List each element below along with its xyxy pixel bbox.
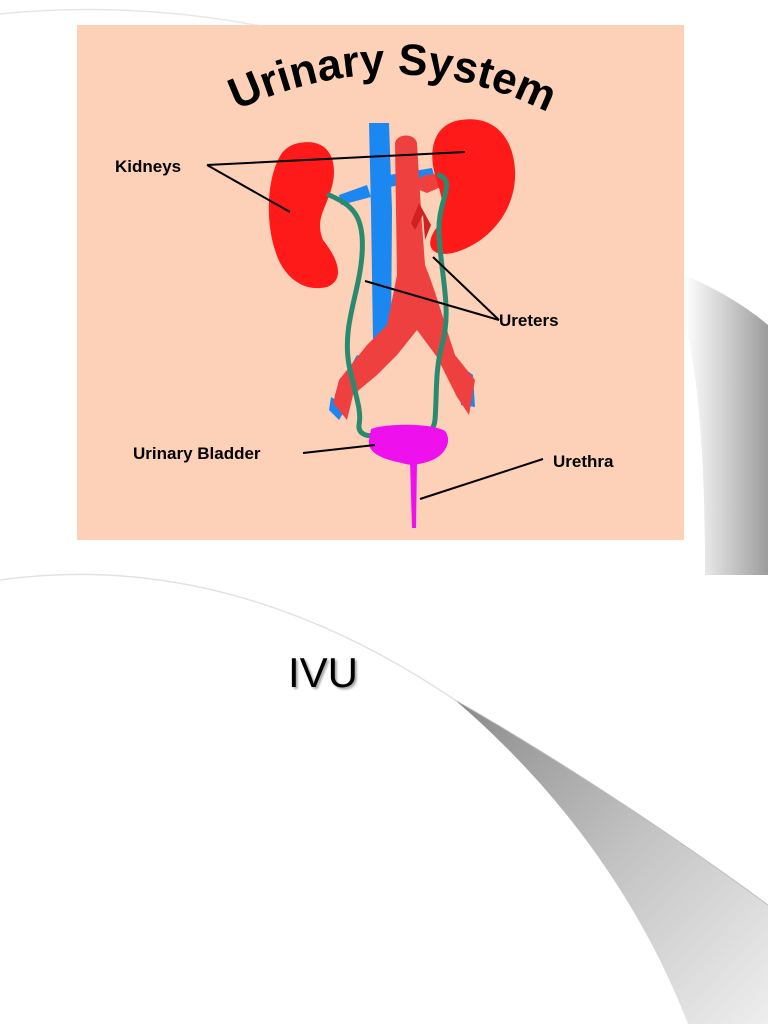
urethra [410, 461, 417, 528]
ureters-leader-left [364, 280, 500, 321]
urethra-label: Urethra [553, 452, 614, 471]
top-arc-line [0, 8, 281, 31]
kidneys-leader-left [206, 164, 291, 213]
urinary-system-diagram: Urinary System [77, 25, 684, 540]
kidneys-label: Kidneys [115, 157, 181, 176]
urinary-bladder [368, 424, 449, 465]
kidneys-leader-right [206, 151, 466, 166]
bottom-right-swoosh [455, 700, 768, 1024]
left-ureter [326, 192, 378, 439]
aorta-branch-marks [411, 203, 431, 240]
ureters-leader-right [432, 256, 500, 321]
slide-caption: IVU [288, 649, 359, 696]
diagram-svg: Urinary System [77, 25, 684, 540]
top-right-swoosh [684, 275, 768, 575]
urinary-bladder-label: Urinary Bladder [133, 444, 261, 463]
left-kidney [268, 142, 339, 289]
ureters-label: Ureters [499, 311, 559, 330]
vena-cava-trunk [369, 123, 392, 340]
ureters [326, 172, 450, 439]
right-ureter [420, 172, 450, 438]
middle-arc-line [0, 573, 456, 701]
leader-lines [206, 151, 544, 500]
urethra-leader [419, 458, 544, 500]
bottom-swoosh-edge [454, 699, 768, 906]
left-renal-vein [339, 185, 371, 205]
bladder-leader [302, 444, 376, 454]
